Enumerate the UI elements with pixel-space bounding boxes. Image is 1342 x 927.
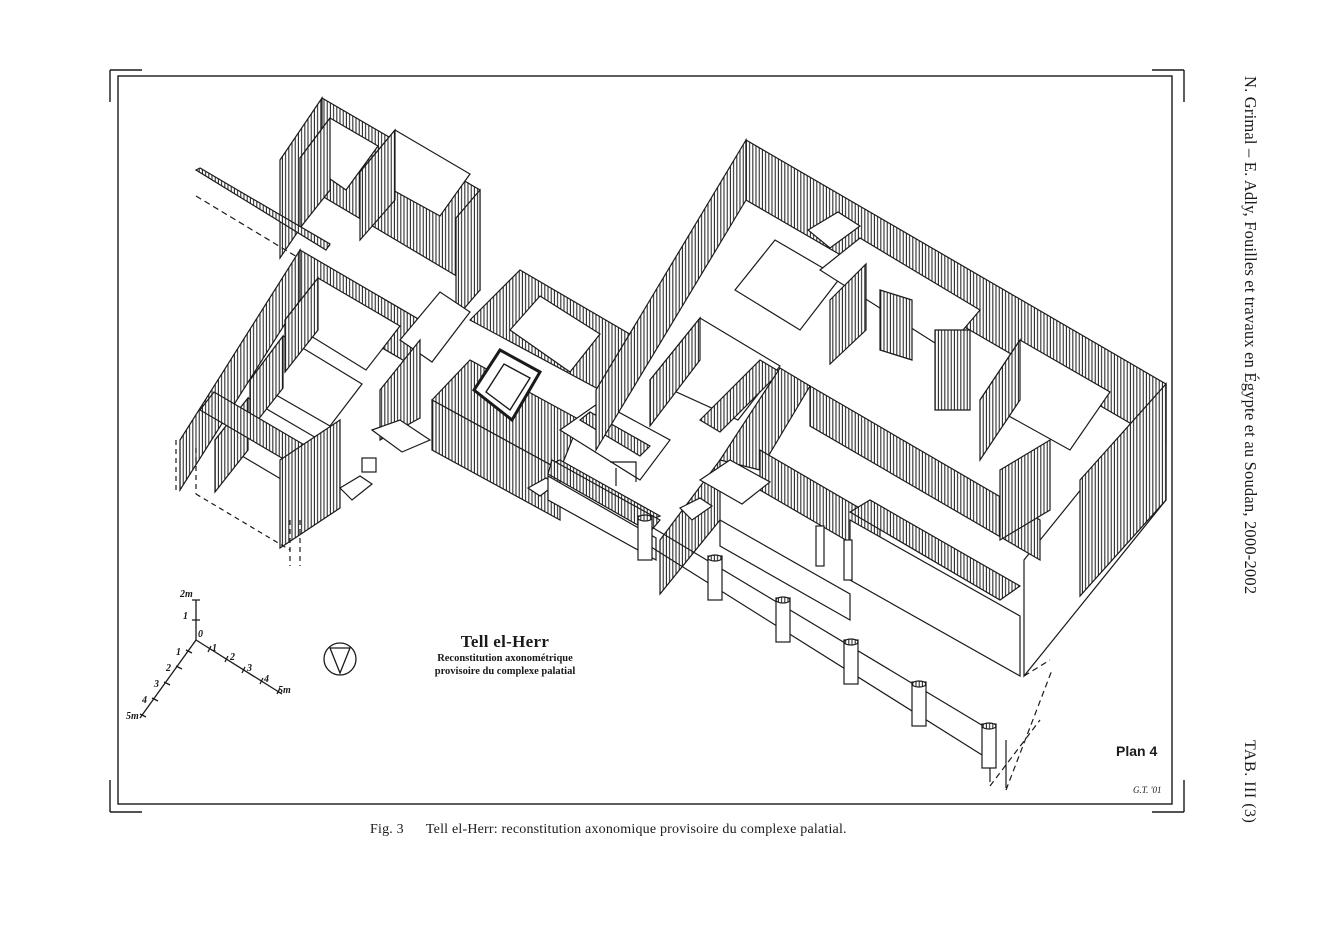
columns xyxy=(637,515,997,769)
frame xyxy=(109,69,1185,813)
scale-west-4: 4 xyxy=(142,695,147,706)
scale-west-1: 1 xyxy=(176,647,181,658)
central-block xyxy=(431,269,671,533)
scale-vertical-1: 1 xyxy=(183,611,188,622)
scale-vertical-0: 0 xyxy=(198,629,203,640)
scale-west-3: 3 xyxy=(154,679,159,690)
figure-subtitle-line1: Reconstitution axonométrique xyxy=(437,653,573,664)
plan-label: Plan 4 xyxy=(1116,743,1158,759)
scale-west-5: 5m xyxy=(126,711,139,722)
scale-east-3: 3 xyxy=(247,663,252,674)
figure-title: Tell el-Herr xyxy=(460,632,550,651)
scale-bar xyxy=(139,599,283,719)
figure-caption: Fig. 3 Tell el-Herr: reconstitution axono… xyxy=(370,822,847,838)
palace-complex xyxy=(547,137,1167,791)
running-title: N. Grimal – E. Adly, Fouilles et travaux… xyxy=(1241,76,1260,595)
column-caps xyxy=(637,514,997,730)
figure-title-block: Tell el-Herr Reconstitution axonométriqu… xyxy=(400,632,610,678)
scale-east-2: 2 xyxy=(230,652,235,663)
plate-number: TAB. III (3) xyxy=(1241,740,1258,824)
caption-text: Tell el-Herr: reconstitution axonomique … xyxy=(425,822,847,837)
north-arrow-icon xyxy=(323,642,357,676)
draftsman-initials: G.T. '01 xyxy=(1133,785,1162,795)
scale-east-4: 4 xyxy=(264,674,269,685)
scale-east-5: 5m xyxy=(278,685,291,696)
scale-west-2: 2 xyxy=(166,663,171,674)
scale-east-1: 1 xyxy=(212,643,217,654)
scale-vertical-2: 2m xyxy=(180,589,193,600)
figure-subtitle-line2: provisoire du complexe palatial xyxy=(434,666,576,677)
figure-number: Fig. 3 xyxy=(370,822,404,837)
left-wing xyxy=(175,96,481,566)
